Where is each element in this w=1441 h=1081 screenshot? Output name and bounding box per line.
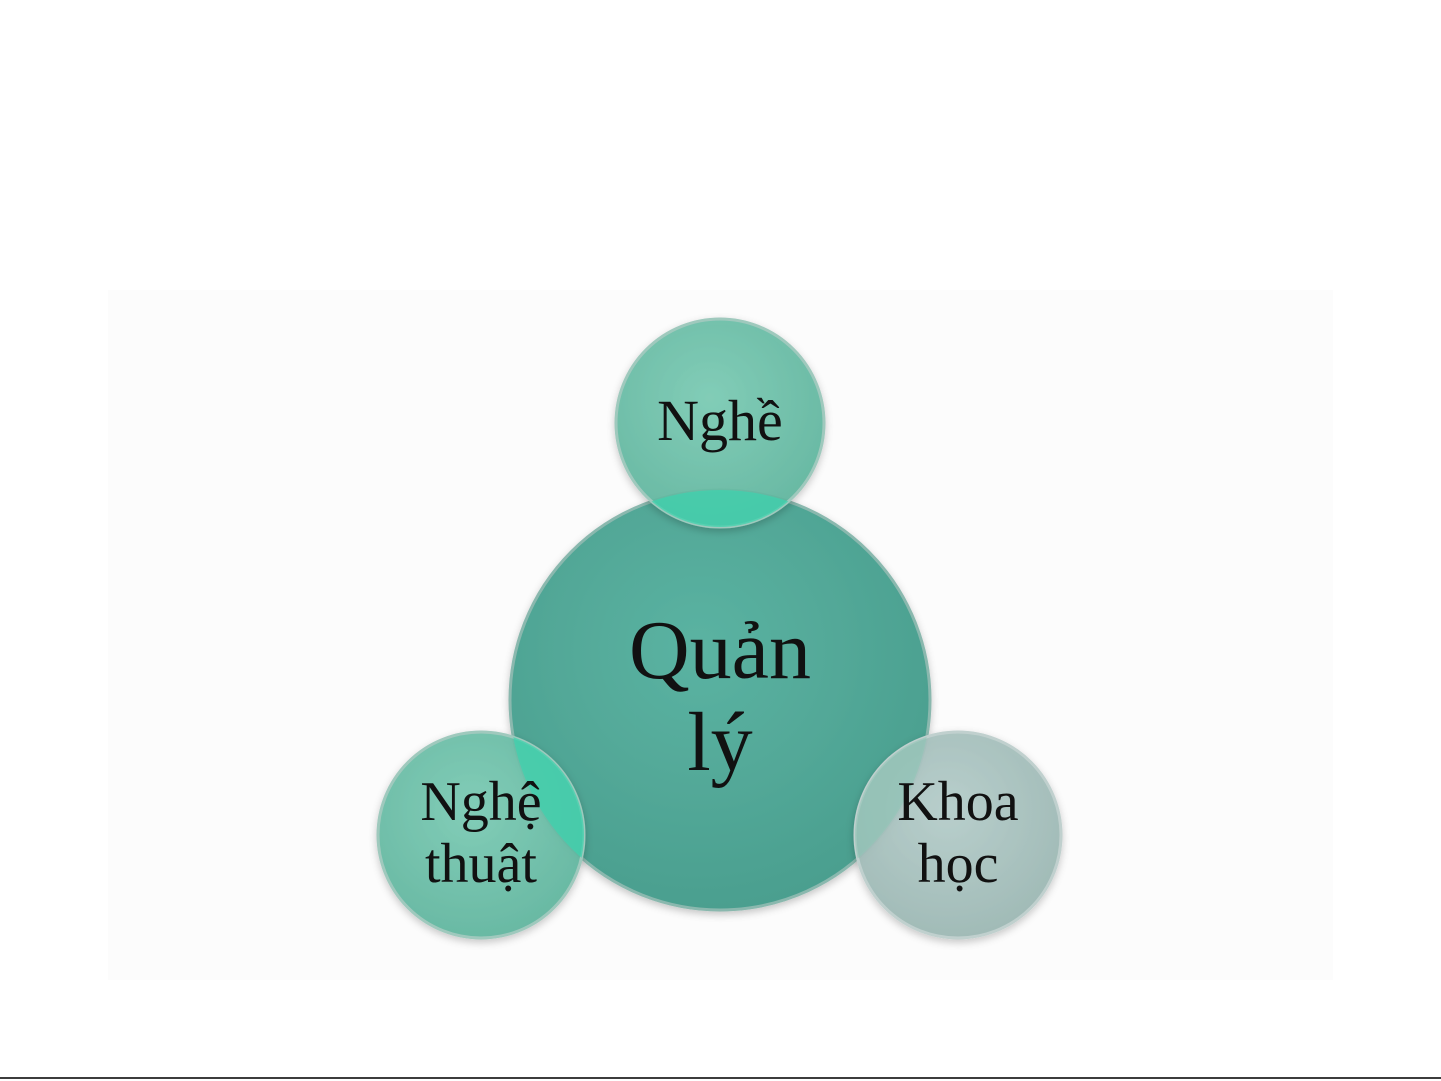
left-label-line-2: thuật — [425, 833, 537, 895]
bottom-divider — [0, 1077, 1441, 1079]
top-label: Nghề — [657, 388, 783, 453]
right-label-line-2: học — [918, 833, 999, 895]
left-label-line-1: Nghệ — [420, 771, 541, 833]
center-label-line-1: Quản — [629, 604, 811, 697]
right-label-line-1: Khoa — [897, 771, 1018, 833]
center-label-line-2: lý — [687, 696, 752, 789]
